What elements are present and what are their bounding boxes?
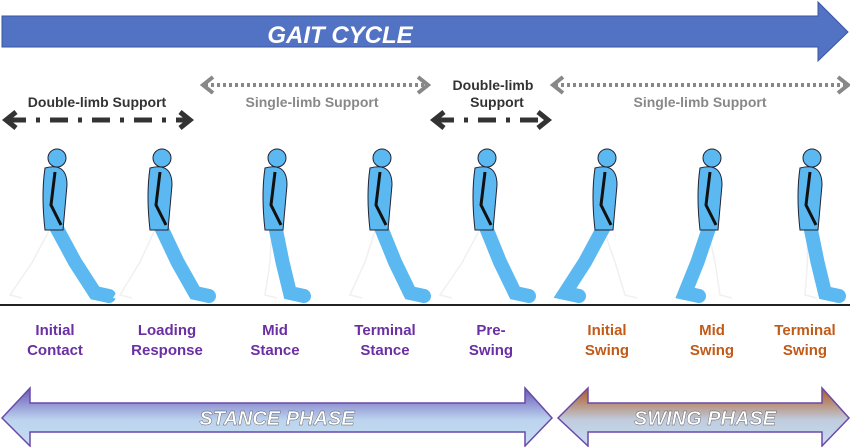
swing-phase-arrow (556, 386, 850, 447)
phase-line: Terminal (354, 322, 416, 339)
phase-line: Terminal (774, 322, 836, 339)
front-leg (675, 218, 717, 303)
head (152, 148, 172, 168)
phase-line: Swing (689, 342, 735, 359)
front-leg (478, 218, 536, 303)
head (267, 148, 287, 168)
back-leg-fill (432, 220, 487, 303)
front-leg (48, 218, 116, 303)
front-leg (373, 218, 431, 303)
double-limb-arrow-1 (1, 110, 195, 130)
arm (269, 171, 283, 226)
walking-figure (112, 148, 216, 303)
phase-line: Mid (262, 322, 288, 339)
arm (49, 171, 63, 226)
back-leg-fill (259, 220, 282, 303)
walking-figure (553, 148, 642, 303)
phase-line: Swing (468, 342, 514, 359)
front-leg (803, 218, 846, 303)
front-leg (553, 218, 612, 303)
walking-figure (675, 148, 737, 303)
back-leg-fill (112, 220, 162, 303)
single-limb-support-label-1: Single-limb Support (246, 94, 379, 110)
gait-cycle-arrow (1, 0, 849, 63)
phase-line: Response (131, 342, 203, 359)
back-leg-fill (2, 220, 57, 303)
walking-figure (797, 148, 846, 303)
single-limb-support-label-2: Single-limb Support (634, 94, 767, 110)
front-leg (153, 218, 216, 303)
arm (479, 171, 493, 226)
arm (154, 171, 168, 226)
walking-figure (2, 148, 116, 303)
walking-figure (432, 148, 536, 303)
phase-line: Mid (699, 322, 725, 339)
head (702, 148, 722, 168)
gait-cycle-title: GAIT CYCLE (267, 22, 413, 49)
arm (599, 171, 613, 226)
phase-line: Contact (27, 342, 83, 359)
head (47, 148, 67, 168)
back-leg-fill (343, 220, 382, 303)
phase-line: Initial (35, 322, 75, 339)
phase-line: Swing (584, 342, 630, 359)
stance-phase-label: STANCE PHASE (199, 408, 355, 430)
phase-line: Initial (587, 322, 627, 339)
front-leg (268, 218, 311, 303)
phase-line: Loading (137, 322, 197, 339)
head (802, 148, 822, 168)
arm (804, 171, 818, 226)
arm (704, 171, 718, 226)
double-limb-arrow-2 (429, 110, 553, 130)
phase-line: Stance (250, 342, 300, 359)
single-limb-arrow-1 (199, 75, 432, 95)
walking-figure (343, 148, 431, 303)
arm (374, 171, 388, 226)
head (477, 148, 497, 168)
phase-line: Stance (360, 342, 410, 359)
swing-phase-label: SWING PHASE (634, 408, 777, 430)
walking-figure (259, 148, 311, 303)
head (372, 148, 392, 168)
head (597, 148, 617, 168)
single-limb-arrow-2 (549, 75, 850, 95)
phase-pre-swing: Pre- Swing (436, 321, 546, 361)
stance-phase-arrow (0, 386, 554, 447)
double-limb-support-label-2a: Double-limb (453, 77, 534, 93)
phase-line: Pre- (476, 322, 506, 339)
double-limb-support-label-2b: Support (470, 94, 524, 110)
phase-line: Swing (782, 342, 828, 359)
back-leg-fill (597, 220, 642, 303)
double-limb-support-label-1: Double-limb Support (28, 94, 167, 110)
